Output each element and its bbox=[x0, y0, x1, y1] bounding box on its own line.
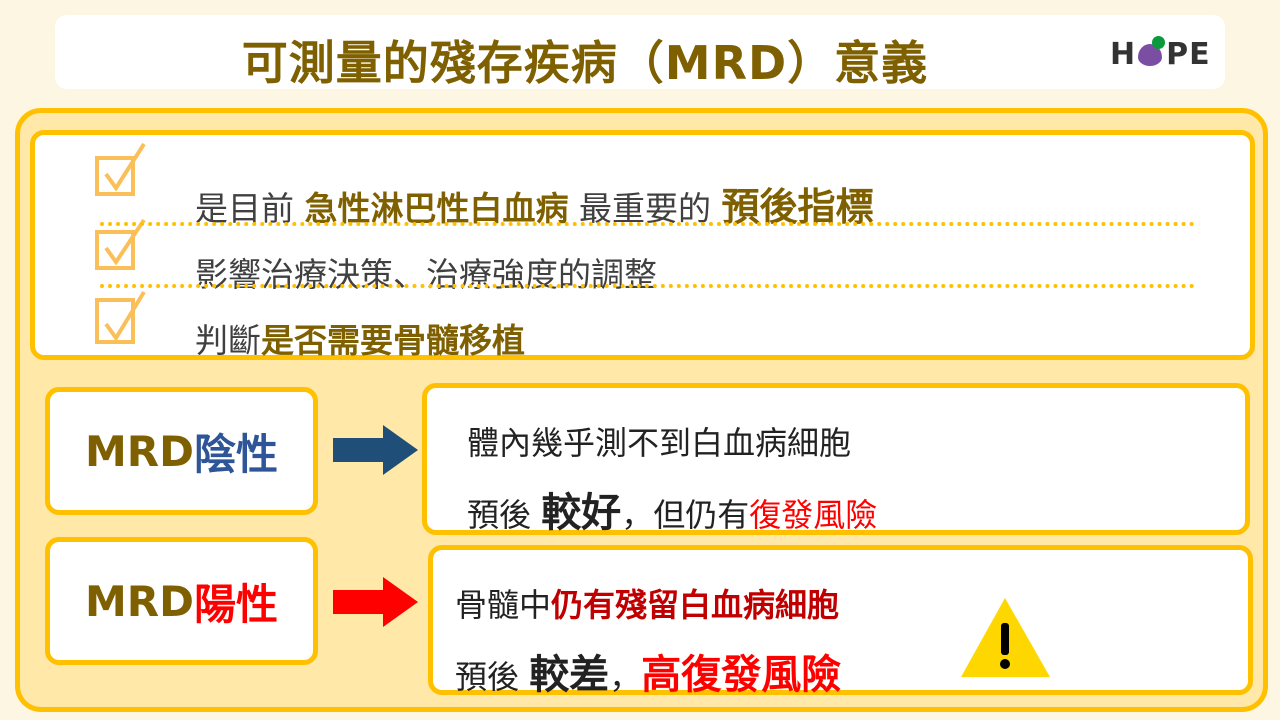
checkbox-icon bbox=[95, 218, 146, 270]
heart-icon bbox=[1136, 36, 1166, 66]
title-bar: 可測量的殘存疾病（MRD）意義 H PE bbox=[55, 15, 1225, 90]
arrow-right-icon bbox=[333, 577, 418, 627]
negative-line1: 體內幾乎測不到白血病細胞 bbox=[467, 424, 852, 462]
logo-pe: PE bbox=[1166, 37, 1211, 72]
mrd-positive-description: 骨髓中仍有殘留白血病細胞 預後 較差，高復發風險 bbox=[428, 545, 1253, 698]
point-prognosis: 是目前 急性淋巴性白血病 最重要的 預後指標 bbox=[195, 185, 874, 229]
checkbox-icon bbox=[95, 290, 146, 344]
negative-line2: 預後 較好，但仍有復發風險 bbox=[467, 490, 878, 536]
hope-logo: H PE bbox=[1110, 36, 1211, 72]
divider bbox=[100, 284, 1195, 288]
arrow-right-icon bbox=[333, 425, 418, 475]
divider bbox=[100, 222, 1195, 226]
point-treatment: 影響治療決策、治療強度的調整 bbox=[195, 255, 657, 294]
positive-line2: 預後 較差，高復發風險 bbox=[455, 652, 842, 698]
page-title: 可測量的殘存疾病（MRD）意義 bbox=[241, 36, 929, 90]
point-transplant: 判斷是否需要骨髓移植 bbox=[195, 321, 525, 360]
positive-line1: 骨髓中仍有殘留白血病細胞 bbox=[455, 586, 840, 624]
checkbox-icon bbox=[95, 142, 146, 196]
warning-icon bbox=[961, 598, 1050, 677]
logo-h: H bbox=[1110, 37, 1137, 72]
key-points-box bbox=[30, 130, 1255, 360]
mrd-negative-description: 體內幾乎測不到白血病細胞 預後 較好，但仍有復發風險 bbox=[422, 383, 1250, 536]
